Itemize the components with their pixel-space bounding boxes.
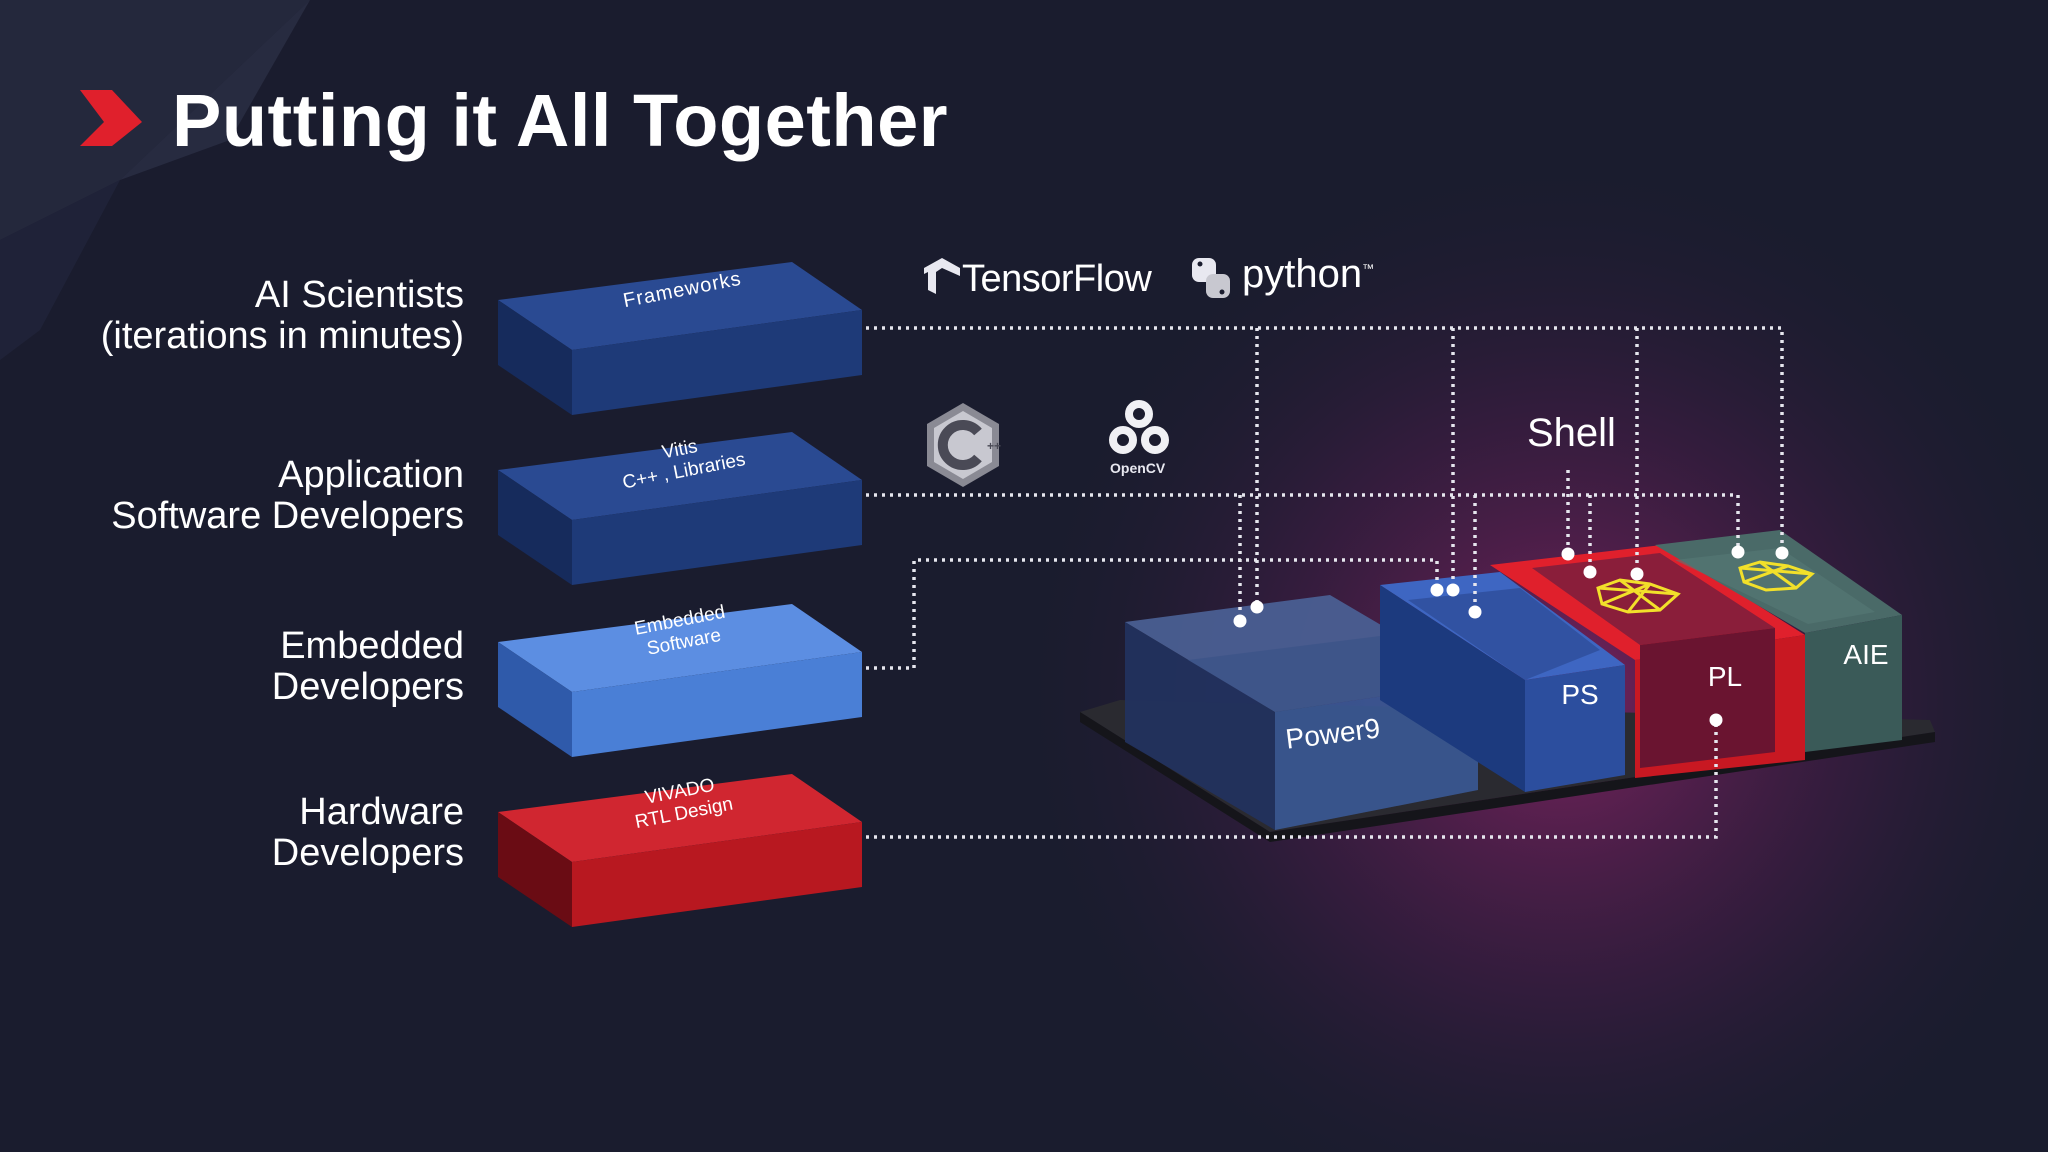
opencv-logo-text: OpenCV [1110, 460, 1166, 476]
cpp-logo-icon: ++ [927, 403, 1001, 487]
layer-block-embedded [498, 604, 862, 757]
persona-line: AI Scientists [254, 274, 464, 316]
network-icon [1738, 560, 1815, 592]
connector-lines [866, 326, 1784, 839]
python-trademark: ™ [1362, 261, 1375, 276]
ps-label: PS [1561, 679, 1598, 710]
python-logo-text: python™ [1242, 252, 1374, 297]
shell-label: Shell [1527, 411, 1616, 455]
svg-text:++: ++ [987, 439, 1001, 453]
persona-line: Application [278, 454, 464, 496]
network-icon [1596, 578, 1681, 614]
aie-label: AIE [1843, 639, 1888, 670]
pl-label: PL [1708, 661, 1742, 692]
layer-block-vitis [498, 432, 862, 585]
title-chevron-icon [80, 90, 142, 146]
tensorflow-logo-text: TensorFlow [962, 258, 1152, 300]
persona-line: Embedded [280, 625, 464, 667]
tensorflow-logo-icon [924, 258, 960, 294]
persona-line: Developers [271, 666, 464, 708]
persona-hardware-developers: Hardware Developers [272, 792, 464, 874]
python-logo-icon [1192, 258, 1230, 298]
persona-line: Software Developers [111, 495, 464, 537]
persona-embedded-developers: Embedded Developers [272, 626, 464, 708]
persona-ai-scientists: AI Scientists (iterations in minutes) [101, 275, 464, 357]
persona-line: (iterations in minutes) [100, 315, 464, 357]
opencv-logo-icon [1109, 400, 1169, 454]
persona-application-developers: Application Software Developers [111, 455, 464, 537]
page-title: Putting it All Together [172, 79, 949, 162]
persona-line: Hardware [299, 791, 464, 833]
ps-block [1380, 572, 1625, 792]
python-wordmark: python [1242, 252, 1363, 296]
connector-dots [1233, 545, 1789, 727]
layer-block-vivado [498, 774, 862, 927]
aie-block [1655, 530, 1902, 752]
layer-block-frameworks [498, 262, 862, 415]
persona-line: Developers [271, 832, 464, 874]
